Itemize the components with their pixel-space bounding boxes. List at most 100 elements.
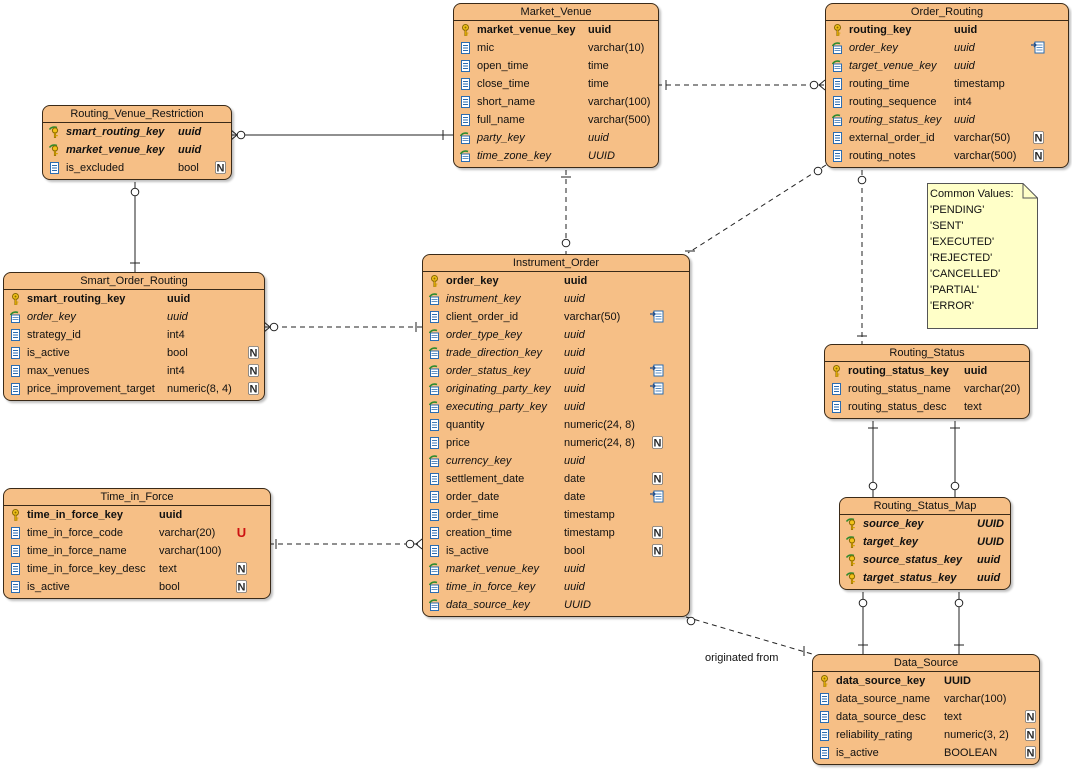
column-name: is_excluded <box>66 162 125 174</box>
note-line: 'PARTIAL' <box>930 284 980 296</box>
note-line: Common Values: <box>930 188 1014 200</box>
column-name: routing_status_key <box>849 114 942 126</box>
column-type: bool <box>159 581 180 593</box>
svg-text:N: N <box>217 163 225 175</box>
note-line: 'CANCELLED' <box>930 268 1001 280</box>
column-name: order_type_key <box>446 329 522 341</box>
optional-marker <box>813 166 823 176</box>
primary-foreign-key-icon <box>845 572 857 585</box>
note-common-values[interactable]: Common Values:'PENDING''SENT''EXECUTED''… <box>927 183 1038 329</box>
column-name: client_order_id <box>446 311 519 323</box>
svg-text:N: N <box>250 384 258 396</box>
column-name: routing_sequence <box>849 96 937 108</box>
column-type: varchar(100) <box>588 96 651 108</box>
primary-foreign-key-icon <box>845 554 857 567</box>
nullable-icon: N <box>236 580 247 594</box>
svg-text:N: N <box>1035 151 1043 163</box>
nullable-icon: N <box>1025 728 1036 742</box>
svg-text:N: N <box>238 582 246 594</box>
column-name: is_active <box>446 545 489 557</box>
column-icon <box>460 78 471 90</box>
column-icon <box>819 729 830 741</box>
column-name: full_name <box>477 114 525 126</box>
relationship-line <box>687 164 827 254</box>
column-name: time_in_force_key_desc <box>27 563 146 575</box>
nullable-icon: N <box>1033 131 1044 145</box>
foreign-key-icon <box>428 401 440 413</box>
column-type: UUID <box>564 599 591 611</box>
optional-marker <box>130 187 140 197</box>
